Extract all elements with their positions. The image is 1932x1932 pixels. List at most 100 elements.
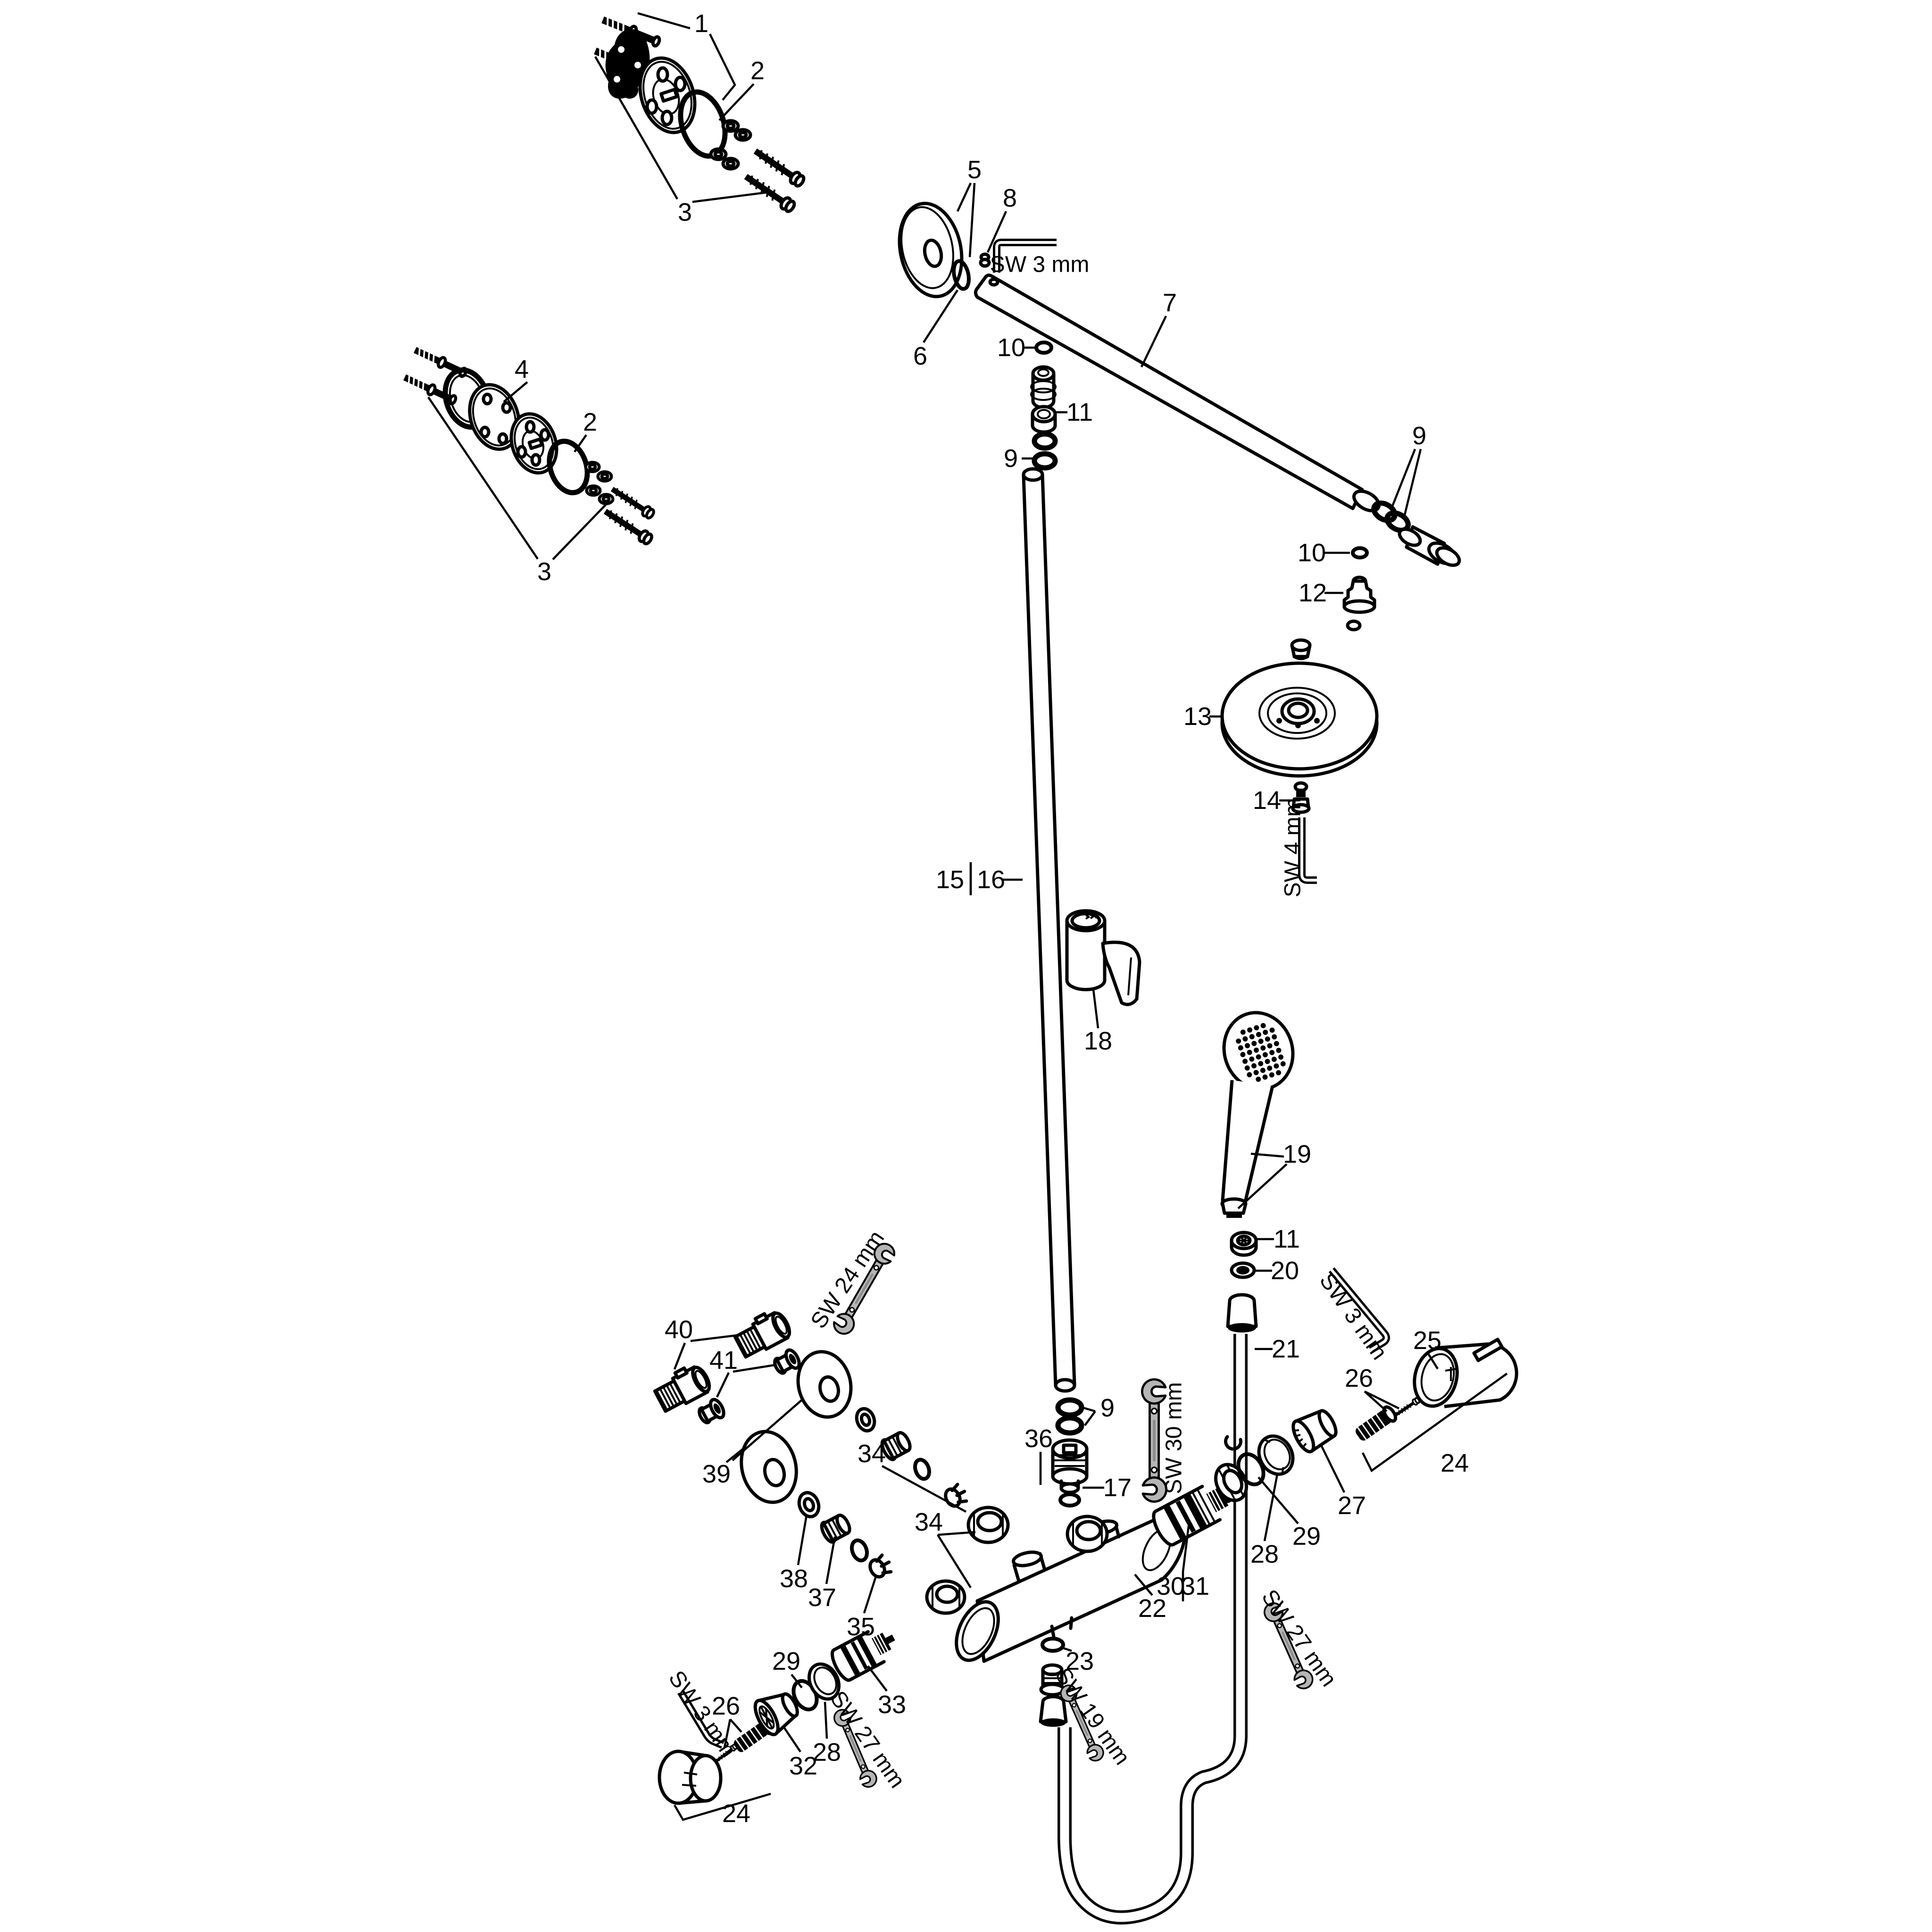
- arm-coupling-column: [1030, 341, 1058, 471]
- o-ring-23: [1041, 1637, 1065, 1653]
- o-ring-17: [1058, 1492, 1081, 1507]
- handle-cap-24-left: [658, 1749, 723, 1805]
- spray-nozzle-dot: [1265, 1058, 1270, 1064]
- handle-cap-25: [1413, 1338, 1518, 1408]
- callout-25: 25: [1413, 1326, 1441, 1355]
- adapter-37-upper: [880, 1431, 912, 1461]
- callout-31: 31: [1181, 1572, 1209, 1600]
- arm-end-plug: [1398, 525, 1461, 567]
- spray-nozzle-dot: [1263, 1030, 1268, 1035]
- spray-nozzle-dot: [1269, 1049, 1275, 1055]
- escutcheon-39-upper: [796, 1350, 853, 1419]
- thermostat-cartridge-33: [830, 1630, 895, 1682]
- spray-nozzle-dot: [1254, 1025, 1259, 1031]
- seal-38-upper: [855, 1407, 876, 1432]
- spray-nozzle-dot: [1274, 1041, 1279, 1047]
- spray-nozzle-dot: [1272, 1034, 1277, 1040]
- spray-nozzle-dot: [1260, 1023, 1266, 1028]
- callout-23: 23: [1066, 1647, 1094, 1675]
- spray-nozzle-dot: [1240, 1029, 1246, 1035]
- callout-11b: 11: [1274, 1225, 1300, 1253]
- callout-24b: 24: [722, 1799, 750, 1828]
- allen-key-sw4: [1298, 817, 1317, 884]
- callout-39: 39: [702, 1460, 731, 1488]
- riser-pipe-16: [1022, 467, 1076, 1393]
- spray-nozzle-dot: [1260, 1045, 1266, 1051]
- callout-5: 5: [967, 156, 982, 184]
- check-valve-35-lower: [868, 1553, 893, 1579]
- tool-sw3-right: SW 3 mm: [1315, 1269, 1392, 1365]
- hose-nut: [1226, 1293, 1258, 1332]
- filter-washer-11: [1230, 1231, 1258, 1257]
- o-ring-9-arm2: [1384, 510, 1411, 533]
- callout-16: 16: [977, 866, 1005, 894]
- wall-bracket-assembly-left: [402, 345, 655, 546]
- spray-nozzle-dot: [1240, 1052, 1246, 1058]
- hose-fitting: [1039, 1663, 1066, 1697]
- spray-nozzle-dot: [1262, 1052, 1268, 1058]
- callout-34a: 34: [858, 1440, 886, 1468]
- allen-key-sw3-left: [677, 1690, 724, 1749]
- o-ring-6: [952, 259, 971, 291]
- spray-nozzle-dot: [1276, 1048, 1282, 1053]
- callout-28b: 28: [813, 1738, 841, 1766]
- hose-cone-nut: [1039, 1695, 1068, 1727]
- overhead-shower-13: [1220, 638, 1379, 778]
- spray-nozzle-dot: [1249, 1056, 1255, 1062]
- spray-nozzle-dot: [1242, 1058, 1248, 1064]
- spray-nozzle-dot: [1244, 1065, 1250, 1071]
- o-ring-lower-col: [850, 1538, 869, 1563]
- callout-26b: 26: [712, 1692, 740, 1720]
- spray-nozzle-dot: [1276, 1070, 1282, 1075]
- spray-nozzle-dot: [1247, 1049, 1252, 1055]
- callout-35: 35: [847, 1613, 875, 1641]
- callout-2a: 2: [750, 57, 765, 85]
- spray-nozzle-dot: [1245, 1043, 1250, 1049]
- spray-nozzle-dot: [1280, 1061, 1286, 1066]
- spray-nozzle-dot: [1269, 1072, 1274, 1078]
- spray-nozzle-dot: [1262, 1074, 1268, 1080]
- callout-10b: 10: [1298, 539, 1326, 567]
- callout-7: 7: [1163, 289, 1177, 317]
- callout-34b: 34: [915, 1508, 943, 1536]
- callout-28a: 28: [1250, 1540, 1279, 1568]
- adapter-37-lower: [820, 1513, 851, 1544]
- tool-sw3-top: SW 3 mm: [990, 252, 1090, 277]
- callout-1: 1: [694, 9, 708, 38]
- connector-41-upper: [773, 1348, 801, 1375]
- pivot-screw-14: [1291, 781, 1311, 814]
- callout-11a: 11: [1066, 398, 1093, 426]
- callout-36: 36: [1024, 1424, 1053, 1453]
- spray-nozzle-dot: [1256, 1054, 1261, 1060]
- shower-arm-escutcheon: [898, 201, 991, 299]
- o-ring-9-bot1: [1055, 1397, 1084, 1418]
- callout-20: 20: [1271, 1257, 1299, 1285]
- spray-nozzle-dot: [1236, 1038, 1241, 1044]
- tool-sw4: SW 4 mm: [1281, 798, 1306, 898]
- sealing-washer-20: [1230, 1261, 1256, 1279]
- o-ring-9-top2: [1032, 451, 1058, 471]
- arm-end-mouth: [1352, 489, 1381, 513]
- spray-nozzle-dot: [1247, 1027, 1253, 1033]
- allen-key-sw3-right: [1328, 1267, 1390, 1353]
- union-nut-34-left: [966, 1506, 1010, 1544]
- callout-27: 27: [1338, 1491, 1366, 1520]
- callout-6: 6: [913, 342, 927, 370]
- mounting-flange-left: [509, 412, 558, 475]
- o-ring-10-top: [1034, 341, 1053, 355]
- union-nut-34-right: [1066, 1515, 1109, 1553]
- callout-4: 4: [515, 355, 529, 383]
- o-ring-10-lower: [1351, 546, 1369, 559]
- spray-nozzle-dot: [1256, 1076, 1261, 1082]
- spray-nozzle-dot: [1265, 1036, 1270, 1042]
- callout-26a: 26: [1345, 1364, 1373, 1392]
- spray-nozzle-dot: [1249, 1034, 1255, 1040]
- small-ring: [1346, 619, 1362, 632]
- arm-end-parts: [1342, 500, 1461, 632]
- tool-sw30: SW 30 mm: [1162, 1382, 1187, 1494]
- spray-nozzle-dot: [1267, 1043, 1273, 1049]
- callout-10a: 10: [997, 333, 1025, 362]
- cone-adapter-12: [1342, 575, 1376, 614]
